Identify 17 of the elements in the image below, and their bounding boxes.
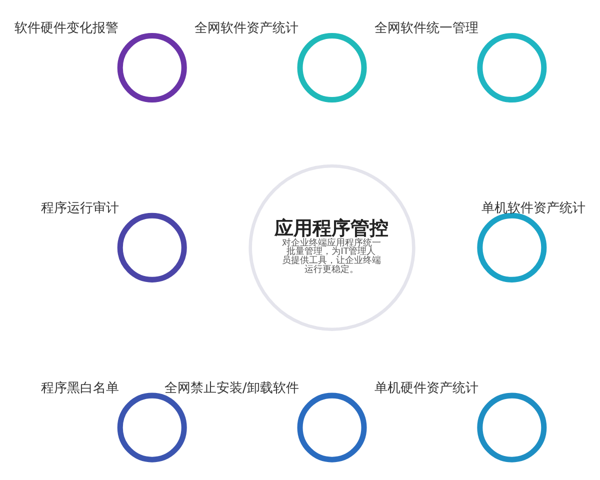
node-circle [117,392,187,462]
node-circle [477,212,547,282]
node-circle [117,32,187,102]
node-label: 程序黑白名单 [40,380,119,396]
node-circle: 应用程序管控 对企业终端应用程序统一批量管理，为IT管理人员提供工具，让企业终端运行更稳定。 [248,164,416,330]
node-label: 全网软件统一管理 [374,20,478,36]
node-label: 单机硬件资产统计 [374,380,478,396]
node-label: 单机软件资产统计 [481,200,586,216]
node-label: 程序运行审计 [40,200,119,216]
node-circle [297,32,367,102]
node-label: 全网禁止安装/卸载软件 [164,380,299,396]
node-label: 全网软件资产统计 [194,20,298,36]
node-circle [297,392,367,462]
node-circle [117,212,187,282]
node-circle [477,392,547,462]
node-label: 软件硬件变化报警 [14,20,119,36]
node-circle [477,32,547,102]
